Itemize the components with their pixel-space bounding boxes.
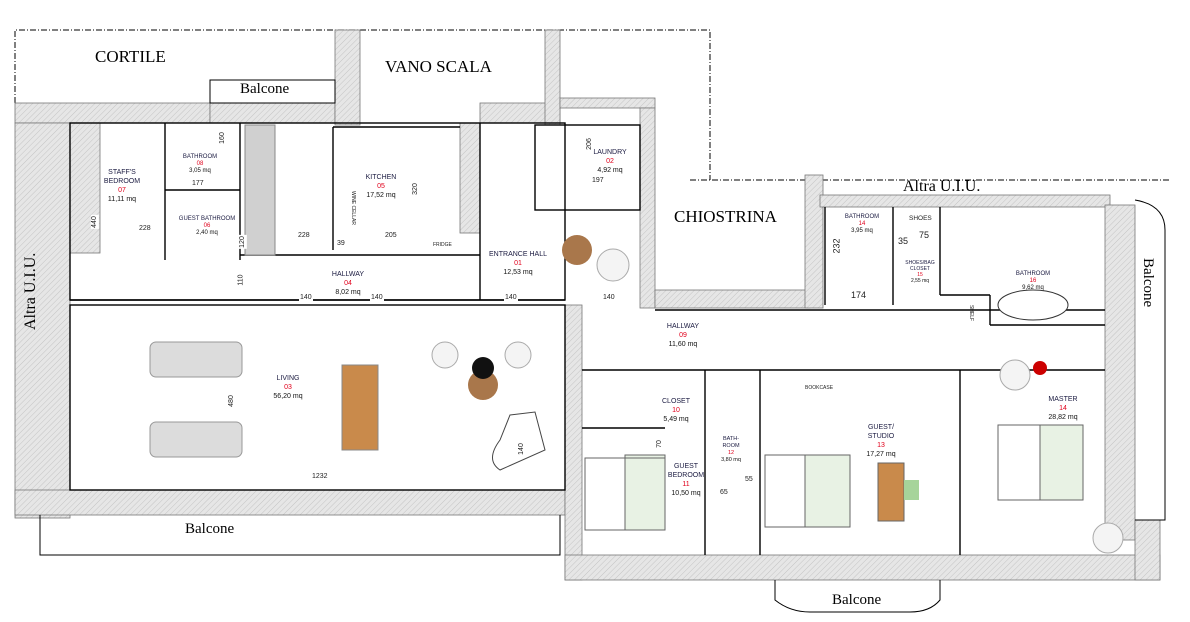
dimension: 177 <box>191 180 205 188</box>
dimension: 120 <box>238 235 247 249</box>
dimension: 160 <box>218 131 227 145</box>
dimension: 140 <box>602 294 616 302</box>
dimension: 140 <box>370 294 384 302</box>
dimension: 140 <box>504 294 518 302</box>
dimension: 65 <box>719 489 729 497</box>
dimension: 39 <box>336 240 346 248</box>
balcone-bottom-left-label: Balcone <box>185 521 235 537</box>
dimension: 174 <box>850 290 868 300</box>
bookcase-label: BOOKCASE <box>805 385 834 391</box>
dimension: 228 <box>138 225 152 233</box>
dimension: 228 <box>297 232 311 240</box>
vano-scala-label: VANO SCALA <box>385 57 492 76</box>
dimension: 140 <box>517 442 526 456</box>
dimension: 440 <box>90 215 99 229</box>
dimension: 232 <box>831 237 842 255</box>
altra-uiu-left-label: Altra U.I.U. <box>22 252 39 330</box>
dimension: 110 <box>237 273 246 287</box>
dimension: 75 <box>918 230 931 240</box>
dimension: 70 <box>655 439 664 449</box>
furniture <box>149 124 1124 554</box>
dimension: 55 <box>744 476 754 484</box>
dimension: 1232 <box>311 473 329 481</box>
dimension: 197 <box>591 177 605 185</box>
property-boundary <box>14 29 1170 181</box>
dimension: 35 <box>897 236 910 246</box>
altra-uiu-top-label: Altra U.I.U. <box>903 178 981 195</box>
walls <box>14 29 1161 581</box>
balcone-right-label: Balcone <box>1140 258 1156 308</box>
fridge-label: FRIDGE <box>433 242 452 248</box>
dimension: 205 <box>384 232 398 240</box>
balconies <box>39 79 1166 613</box>
dimension: 140 <box>299 294 313 302</box>
shoes-label: SHOES <box>909 215 932 222</box>
wine-cellar-label: WINE CELLAR <box>349 191 356 225</box>
balcone-bottom-right-label: Balcone <box>832 592 882 608</box>
chiostrina-label: CHIOSTRINA <box>674 207 777 226</box>
dimension: 480 <box>227 394 236 408</box>
dimension: 320 <box>411 182 420 196</box>
shelf-label: SHELF <box>968 304 975 322</box>
balcone-top-label: Balcone <box>240 81 290 97</box>
cortile-label: CORTILE <box>95 47 166 66</box>
dimension: 206 <box>585 137 594 151</box>
